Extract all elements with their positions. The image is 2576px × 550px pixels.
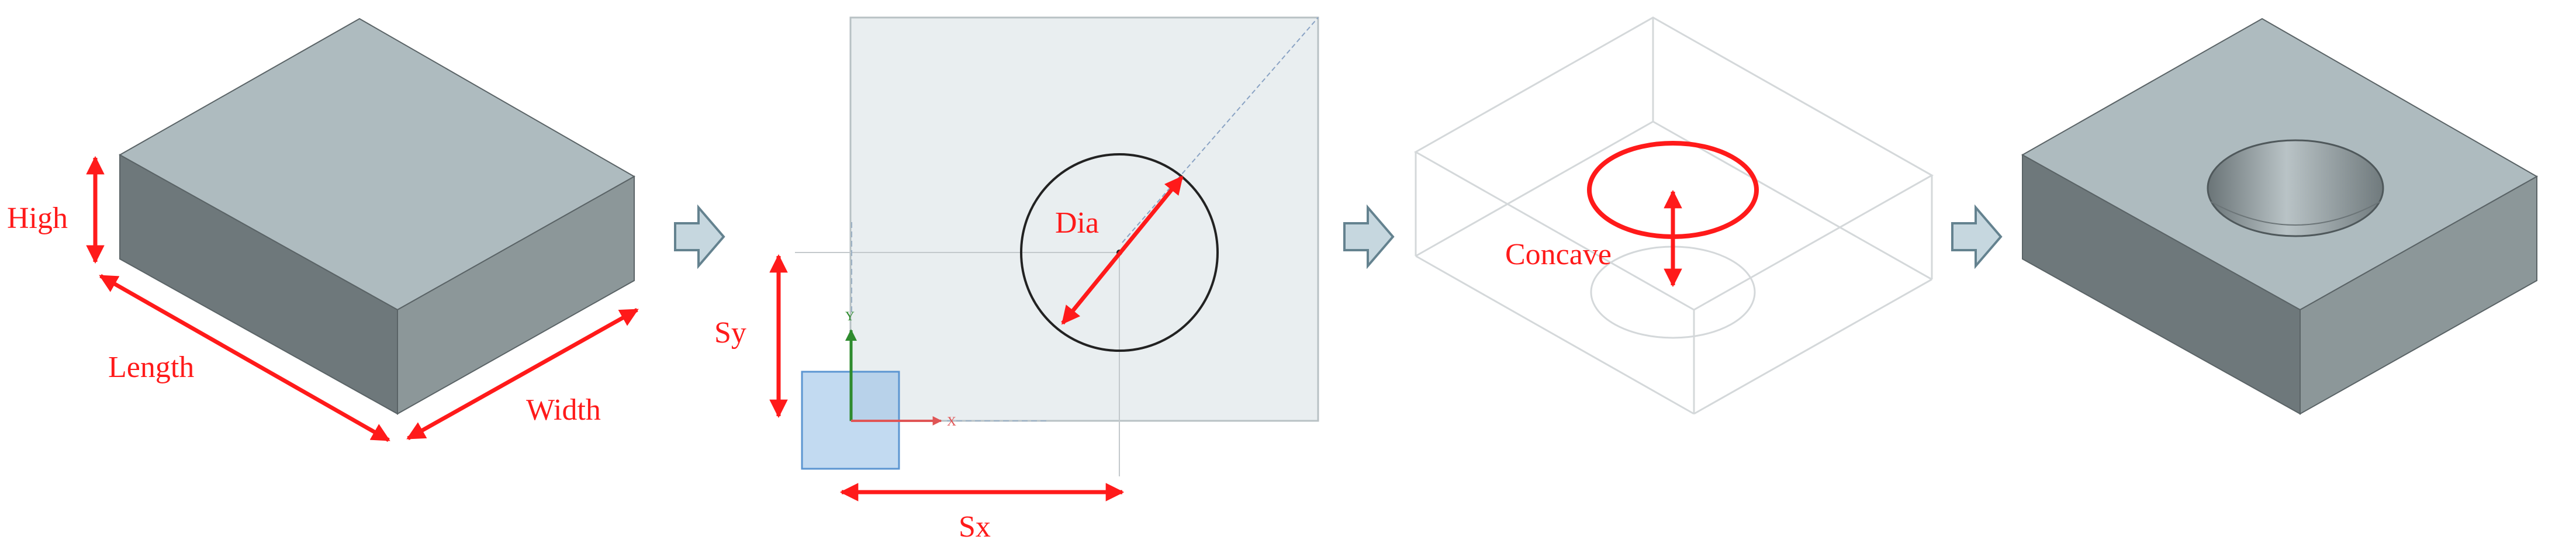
wireframe-bottom-right <box>1693 278 1932 415</box>
length-label: Length <box>108 351 194 384</box>
sx-label: Sx <box>959 510 991 544</box>
concave-label: Concave <box>1505 238 1612 271</box>
hole-circle-sketch <box>1020 153 1219 352</box>
width-dimension-arrow <box>406 307 639 441</box>
sy-label: Sy <box>714 316 746 350</box>
panel-result-block <box>2021 18 2539 415</box>
high-label: High <box>7 202 68 235</box>
length-dimension-arrow <box>99 274 390 442</box>
hole-floor-edge <box>2210 201 2381 226</box>
y-axis-label: Y <box>845 309 855 323</box>
panel-concave <box>1413 16 1934 415</box>
sketch-plane <box>849 16 1319 422</box>
x-axis-label: X <box>947 414 956 428</box>
dia-dimension-arrow <box>1061 175 1184 325</box>
hole-opening <box>2207 139 2384 237</box>
origin-marker: Y X <box>801 309 956 470</box>
width-label: Width <box>526 393 601 427</box>
wireframe-bottom-front <box>1415 255 1695 415</box>
step-3-to-4-arrow <box>1951 204 2003 269</box>
wireframe-back-bottom-left <box>1415 120 1654 257</box>
panel-sketch: Dia Y X Sy Sx <box>714 16 1319 544</box>
step-1-to-2-arrow <box>674 204 725 269</box>
result-right-face <box>2300 175 2537 415</box>
dia-label: Dia <box>1055 206 1099 240</box>
step-2-to-3-arrow <box>1343 204 1395 269</box>
panel-block-dimensions: High Length Width <box>7 18 639 442</box>
